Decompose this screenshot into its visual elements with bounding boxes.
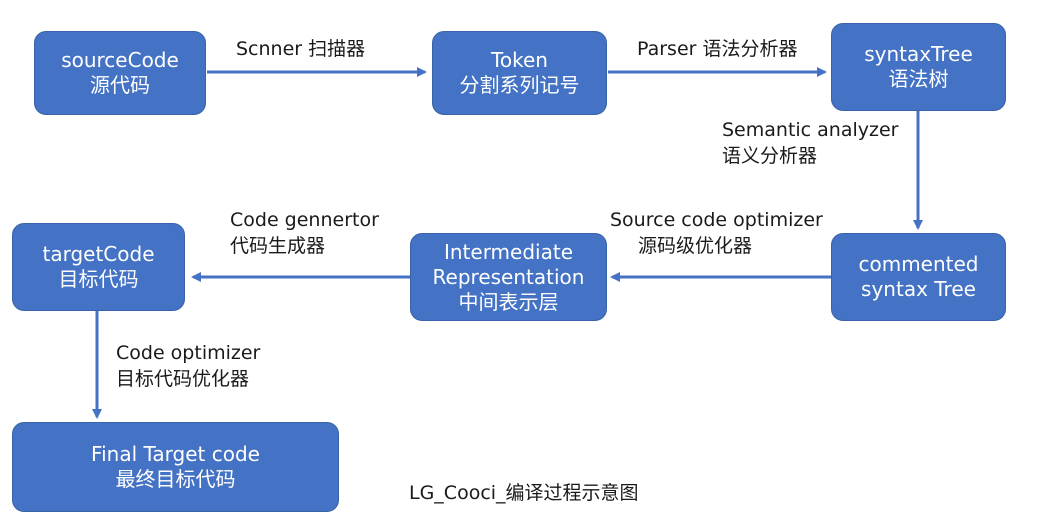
diagram-caption: LG_Cooci_编译过程示意图 <box>409 482 639 504</box>
edge-label-code-optimizer-line1: Code optimizer <box>116 342 261 364</box>
edge-label-code-optimizer-line2: 目标代码优化器 <box>116 368 250 390</box>
node-syntax-tree: syntaxTree 语法树 <box>831 23 1006 111</box>
node-final-target-line2: 最终目标代码 <box>115 467 236 491</box>
node-intermediate-line2: Representation <box>432 264 585 289</box>
edge-label-code-generator-line1: Code gennertor <box>230 209 379 231</box>
edge-label-scanner: Scnner 扫描器 <box>236 36 365 62</box>
edge-label-parser-line1: Parser 语法分析器 <box>637 38 798 60</box>
node-target-code: targetCode 目标代码 <box>12 223 185 311</box>
node-intermediate-line3: 中间表示层 <box>458 289 559 314</box>
node-intermediate-representation: Intermediate Representation 中间表示层 <box>410 233 607 321</box>
edge-label-code-generator: Code gennertor 代码生成器 <box>230 207 379 259</box>
edge-label-code-optimizer: Code optimizer 目标代码优化器 <box>116 340 260 392</box>
node-target-code-line2: 目标代码 <box>58 267 139 291</box>
node-source-code-line2: 源代码 <box>90 73 150 97</box>
edge-label-code-generator-line2: 代码生成器 <box>230 235 326 257</box>
edge-label-semantic-line1: Semantic analyzer <box>722 119 899 141</box>
node-syntax-tree-line2: 语法树 <box>888 67 949 91</box>
node-token: Token 分割系列记号 <box>432 31 607 115</box>
node-final-target-code: Final Target code 最终目标代码 <box>12 422 339 512</box>
node-token-line1: Token <box>491 48 548 72</box>
edge-label-source-code-optimizer: Source code optimizer 源码级优化器 <box>610 207 823 259</box>
edge-label-source-optimizer-line2: 源码级优化器 <box>638 235 753 257</box>
node-commented-syntax-tree: commented syntax Tree <box>831 233 1006 321</box>
node-intermediate-line1: Intermediate <box>443 239 574 264</box>
node-target-code-line1: targetCode <box>42 242 155 266</box>
edge-label-semantic-analyzer: Semantic analyzer 语义分析器 <box>722 117 898 169</box>
edge-label-parser: Parser 语法分析器 <box>637 36 798 62</box>
node-source-code-line1: sourceCode <box>61 48 179 72</box>
edge-label-scanner-line1: Scnner 扫描器 <box>236 38 366 60</box>
node-commented-tree-line2: syntax Tree <box>861 277 976 301</box>
edge-label-semantic-line2: 语义分析器 <box>722 145 818 167</box>
node-token-line2: 分割系列记号 <box>459 73 580 97</box>
edge-label-source-optimizer-line1: Source code optimizer <box>610 209 823 231</box>
node-source-code: sourceCode 源代码 <box>34 31 206 115</box>
node-syntax-tree-line1: syntaxTree <box>864 42 973 66</box>
node-commented-tree-line1: commented <box>858 252 979 276</box>
node-final-target-line1: Final Target code <box>91 442 260 466</box>
